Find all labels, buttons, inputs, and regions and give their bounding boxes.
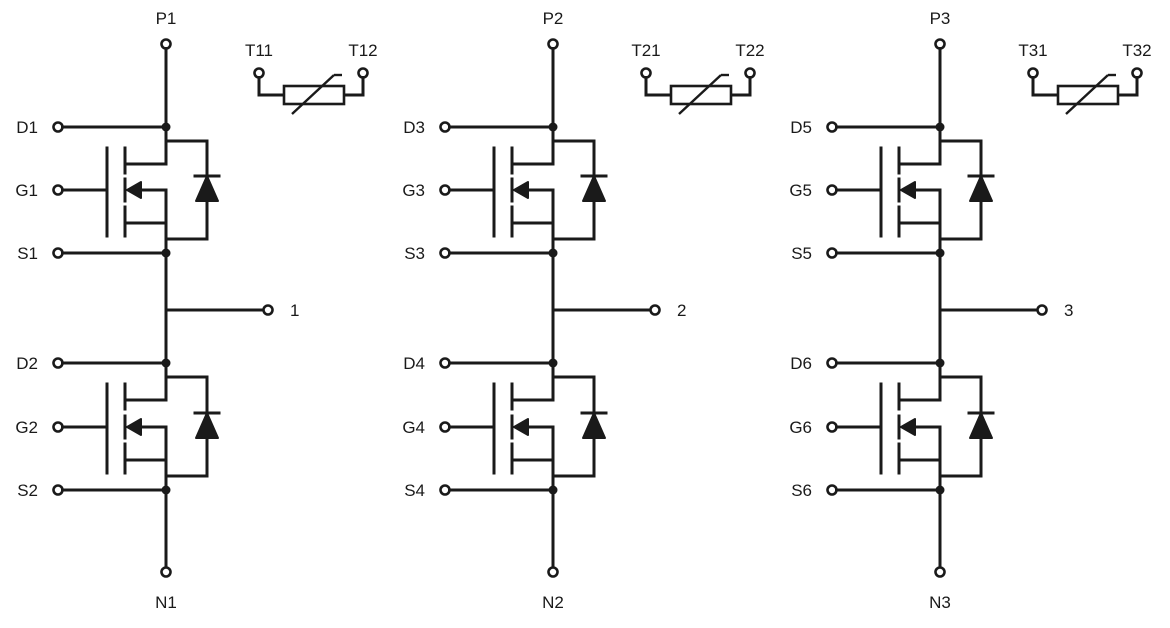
output-terminal [262,304,274,316]
thermistor-terminal-label: T31 [1018,41,1047,60]
bottom-terminal [547,566,559,578]
diode-anode-triangle [195,175,219,202]
thermistor-terminal-label: T11 [245,41,273,60]
top-terminal-label: P2 [543,9,564,28]
drain-label: D1 [16,118,38,137]
gate-label: G4 [402,418,425,437]
diode-anode-triangle [969,412,993,439]
body-arrow [126,181,142,199]
source-label: S3 [404,244,425,263]
thermistor-terminal-label: T12 [348,41,377,60]
body-arrow [900,418,916,436]
drain-label: D2 [16,354,38,373]
body-arrow [126,418,142,436]
diode-anode-triangle [969,175,993,202]
diode-anode-triangle [582,412,606,439]
ntc-thermistor: T31 T32 [1018,41,1152,115]
output-label: 1 [290,301,299,320]
output-terminal [649,304,661,316]
thermistor-slash [678,74,722,115]
output-label: 2 [677,301,686,320]
source-label: S4 [404,481,425,500]
ntc-thermistor: T21 T22 [631,41,765,115]
bottom-terminal [934,566,946,578]
drain-label: D3 [403,118,425,137]
bottom-terminal-label: N2 [542,593,564,612]
thermistor-slash [1065,74,1109,115]
source-label: S5 [791,244,812,263]
drain-label: D5 [790,118,812,137]
drain-label: D4 [403,354,425,373]
bottom-terminal-label: N1 [155,593,177,612]
gate-label: G2 [15,418,38,437]
gate-label: G6 [789,418,812,437]
gate-label: G5 [789,181,812,200]
gate-label: G3 [402,181,425,200]
body-arrow [513,181,529,199]
thermistor-terminal-label: T32 [1122,41,1151,60]
drain-label: D6 [790,354,812,373]
diode-anode-triangle [195,412,219,439]
output-label: 3 [1064,301,1073,320]
body-arrow [900,181,916,199]
bottom-terminal [160,566,172,578]
top-terminal-label: P1 [156,9,177,28]
junction-dot [161,122,171,132]
ntc-thermistor: T11 T12 [245,41,378,115]
gate-label: G1 [15,181,38,200]
source-label: S6 [791,481,812,500]
thermistor-terminal-label: T22 [735,41,764,60]
junction-dot [935,122,945,132]
thermistor-slash [291,74,335,115]
bottom-terminal-label: N3 [929,593,951,612]
top-terminal-label: P3 [930,9,951,28]
source-label: S1 [17,244,38,263]
thermistor-terminal-label: T21 [631,41,660,60]
body-arrow [513,418,529,436]
junction-dot [548,122,558,132]
source-label: S2 [17,481,38,500]
diode-anode-triangle [582,175,606,202]
output-terminal [1036,304,1048,316]
